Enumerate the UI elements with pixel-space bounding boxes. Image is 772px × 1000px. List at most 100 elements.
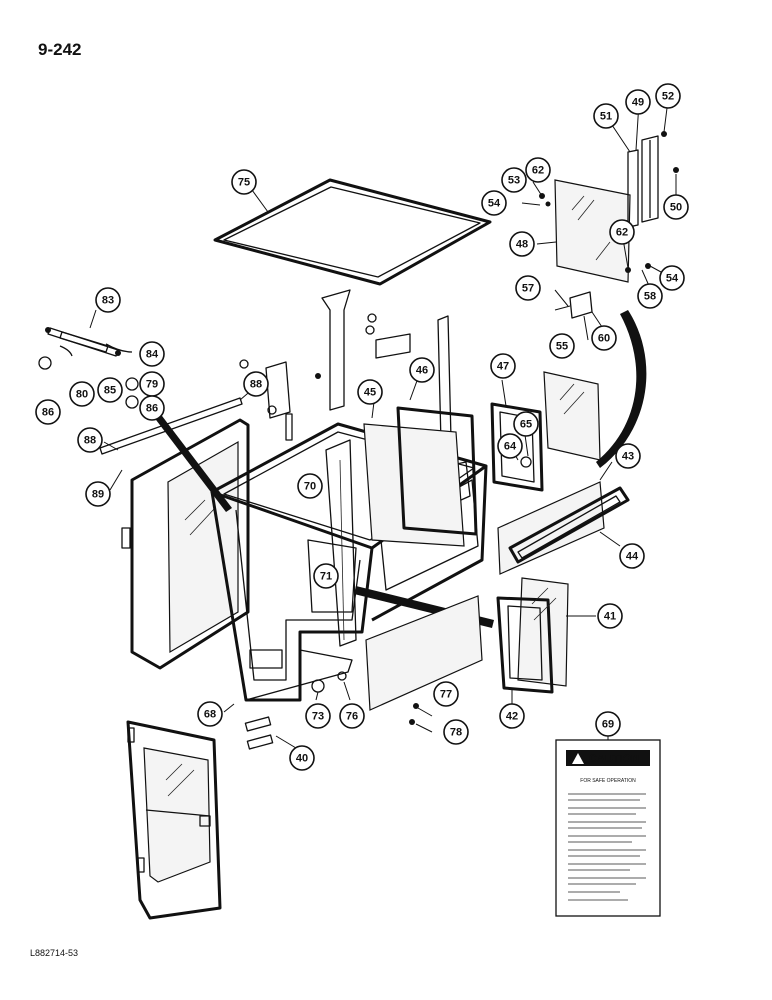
callout-42: 42 xyxy=(499,703,525,729)
callout-circle xyxy=(509,231,535,257)
callout-circle xyxy=(443,719,469,745)
callout-number: 64 xyxy=(504,441,517,453)
callout-89: 89 xyxy=(85,481,111,507)
callout-circle xyxy=(619,543,645,569)
callout-57: 57 xyxy=(515,275,541,301)
figure-code: L882714-53 xyxy=(30,948,79,958)
gas-strut xyxy=(38,309,139,409)
callout-number: 44 xyxy=(626,551,639,563)
latch-brackets xyxy=(244,716,297,750)
callout-number: 49 xyxy=(632,97,644,109)
callout-number: 62 xyxy=(616,227,628,239)
callout-number: 50 xyxy=(670,202,682,214)
callout-number: 69 xyxy=(602,719,614,731)
callout-45: 45 xyxy=(357,379,383,405)
callout-circle xyxy=(625,89,651,115)
callout-88: 88 xyxy=(77,427,103,453)
callout-80: 80 xyxy=(69,381,95,407)
callout-circle xyxy=(659,265,685,291)
callout-number: 65 xyxy=(520,419,532,431)
callout-number: 86 xyxy=(42,407,54,419)
callout-number: 57 xyxy=(522,283,534,295)
callout-number: 73 xyxy=(312,711,324,723)
callout-circle xyxy=(357,379,383,405)
callout-circle xyxy=(289,745,315,771)
callout-circle xyxy=(97,377,123,403)
callout-circle xyxy=(433,681,459,707)
lower-right-windows xyxy=(496,461,630,706)
callout-circle xyxy=(139,395,165,421)
callout-circle xyxy=(501,167,527,193)
callout-number: 54 xyxy=(488,198,501,210)
callout-circle xyxy=(139,341,165,367)
callout-circle xyxy=(513,411,539,437)
callout-circle xyxy=(85,481,111,507)
callout-number: 70 xyxy=(304,481,316,493)
callout-number: 80 xyxy=(76,389,88,401)
callout-number: 46 xyxy=(416,365,428,377)
roof-seal xyxy=(213,178,492,286)
callout-number: 45 xyxy=(364,387,376,399)
callout-number: 85 xyxy=(104,385,116,397)
callout-number: 60 xyxy=(598,333,610,345)
callout-69: 69 xyxy=(595,711,621,737)
callout-43: 43 xyxy=(615,443,641,469)
callout-number: 43 xyxy=(622,451,634,463)
page-number: 9-242 xyxy=(38,40,82,59)
callout-62: 62 xyxy=(609,219,635,245)
callout-65: 65 xyxy=(513,411,539,437)
callout-86: 86 xyxy=(139,395,165,421)
callout-circle xyxy=(481,190,507,216)
callout-number: 78 xyxy=(450,727,462,739)
callout-number: 84 xyxy=(146,349,159,361)
callout-60: 60 xyxy=(591,325,617,351)
lower-panel xyxy=(311,595,483,733)
callout-number: 54 xyxy=(666,273,679,285)
callout-number: 79 xyxy=(146,379,158,391)
callout-number: 76 xyxy=(346,711,358,723)
callout-number: 55 xyxy=(556,341,568,353)
callout-number: 83 xyxy=(102,295,114,307)
callout-78: 78 xyxy=(443,719,469,745)
callout-number: 88 xyxy=(250,379,262,391)
callout-number: 88 xyxy=(84,435,96,447)
callout-40: 40 xyxy=(289,745,315,771)
callout-number: 58 xyxy=(644,291,656,303)
callout-62: 62 xyxy=(525,157,551,183)
callout-52: 52 xyxy=(655,83,681,109)
callout-68: 68 xyxy=(197,701,223,727)
callout-73: 73 xyxy=(305,703,331,729)
callout-number: 51 xyxy=(600,111,612,123)
callout-48: 48 xyxy=(509,231,535,257)
cab-door xyxy=(126,703,235,920)
callout-58: 58 xyxy=(637,283,663,309)
decal-header: CAUTION xyxy=(589,753,639,765)
callout-circle xyxy=(243,371,269,397)
callout-number: 42 xyxy=(506,711,518,723)
callout-circle xyxy=(515,275,541,301)
callout-79: 79 xyxy=(139,371,165,397)
callout-50: 50 xyxy=(663,194,689,220)
callout-circle xyxy=(35,399,61,425)
callout-49: 49 xyxy=(625,89,651,115)
rear-window-pointer xyxy=(596,310,647,468)
callout-47: 47 xyxy=(490,353,516,379)
right-side-windows xyxy=(363,371,601,547)
callout-number: 75 xyxy=(238,177,250,189)
callout-circle xyxy=(663,194,689,220)
callout-number: 89 xyxy=(92,489,104,501)
callout-circle xyxy=(297,473,323,499)
decal-subheader: FOR SAFE OPERATION xyxy=(580,778,636,784)
callout-circle xyxy=(339,703,365,729)
callout-75: 75 xyxy=(231,169,257,195)
callout-circle xyxy=(615,443,641,469)
callout-circle xyxy=(591,325,617,351)
callout-circle xyxy=(499,703,525,729)
callout-64: 64 xyxy=(497,433,523,459)
callout-44: 44 xyxy=(619,543,645,569)
callout-circle xyxy=(409,357,435,383)
callout-circle xyxy=(597,603,623,629)
callout-circle xyxy=(549,333,575,359)
callout-55: 55 xyxy=(549,333,575,359)
